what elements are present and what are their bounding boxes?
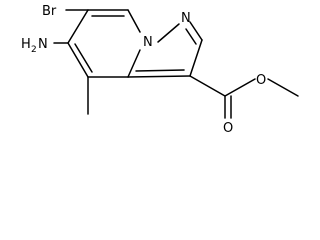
- bond-c2-c3: [189, 39, 203, 77]
- bond-ester-c-o-ester: [224, 78, 256, 97]
- atom-labels: Br N N H 2 N O O: [21, 4, 266, 136]
- bond-c3-c3a-double: [135, 69, 185, 72]
- bond-c3-ester-c: [189, 75, 226, 97]
- atom-n2: N: [181, 11, 191, 26]
- atom-n1: N: [143, 35, 153, 50]
- atom-nh2-n: N: [38, 37, 48, 52]
- bond-o-ester-methyl: [267, 78, 299, 97]
- bond-n1-n2: [157, 23, 180, 43]
- bond-c7-n1: [127, 9, 141, 33]
- bond-c5-c4-double: [74, 43, 93, 73]
- chemical-structure-diagram: Br N N H 2 N O O: [21, 4, 299, 136]
- bonds: [53, 9, 299, 119]
- atom-br: Br: [42, 4, 57, 19]
- bond-n2-c2: [189, 21, 203, 41]
- atom-o-carbonyl: O: [223, 121, 233, 136]
- atom-nh2-h: H: [21, 37, 31, 52]
- bond-c3-c3a: [127, 75, 191, 78]
- bond-c6-c5: [67, 9, 89, 44]
- bond-c3a-n1: [127, 49, 141, 78]
- atom-nh2-subscript: 2: [31, 45, 37, 55]
- bond-n2-c2-double: [185, 28, 197, 45]
- bond-c5-c4: [67, 42, 89, 78]
- atom-o-ester: O: [256, 73, 266, 88]
